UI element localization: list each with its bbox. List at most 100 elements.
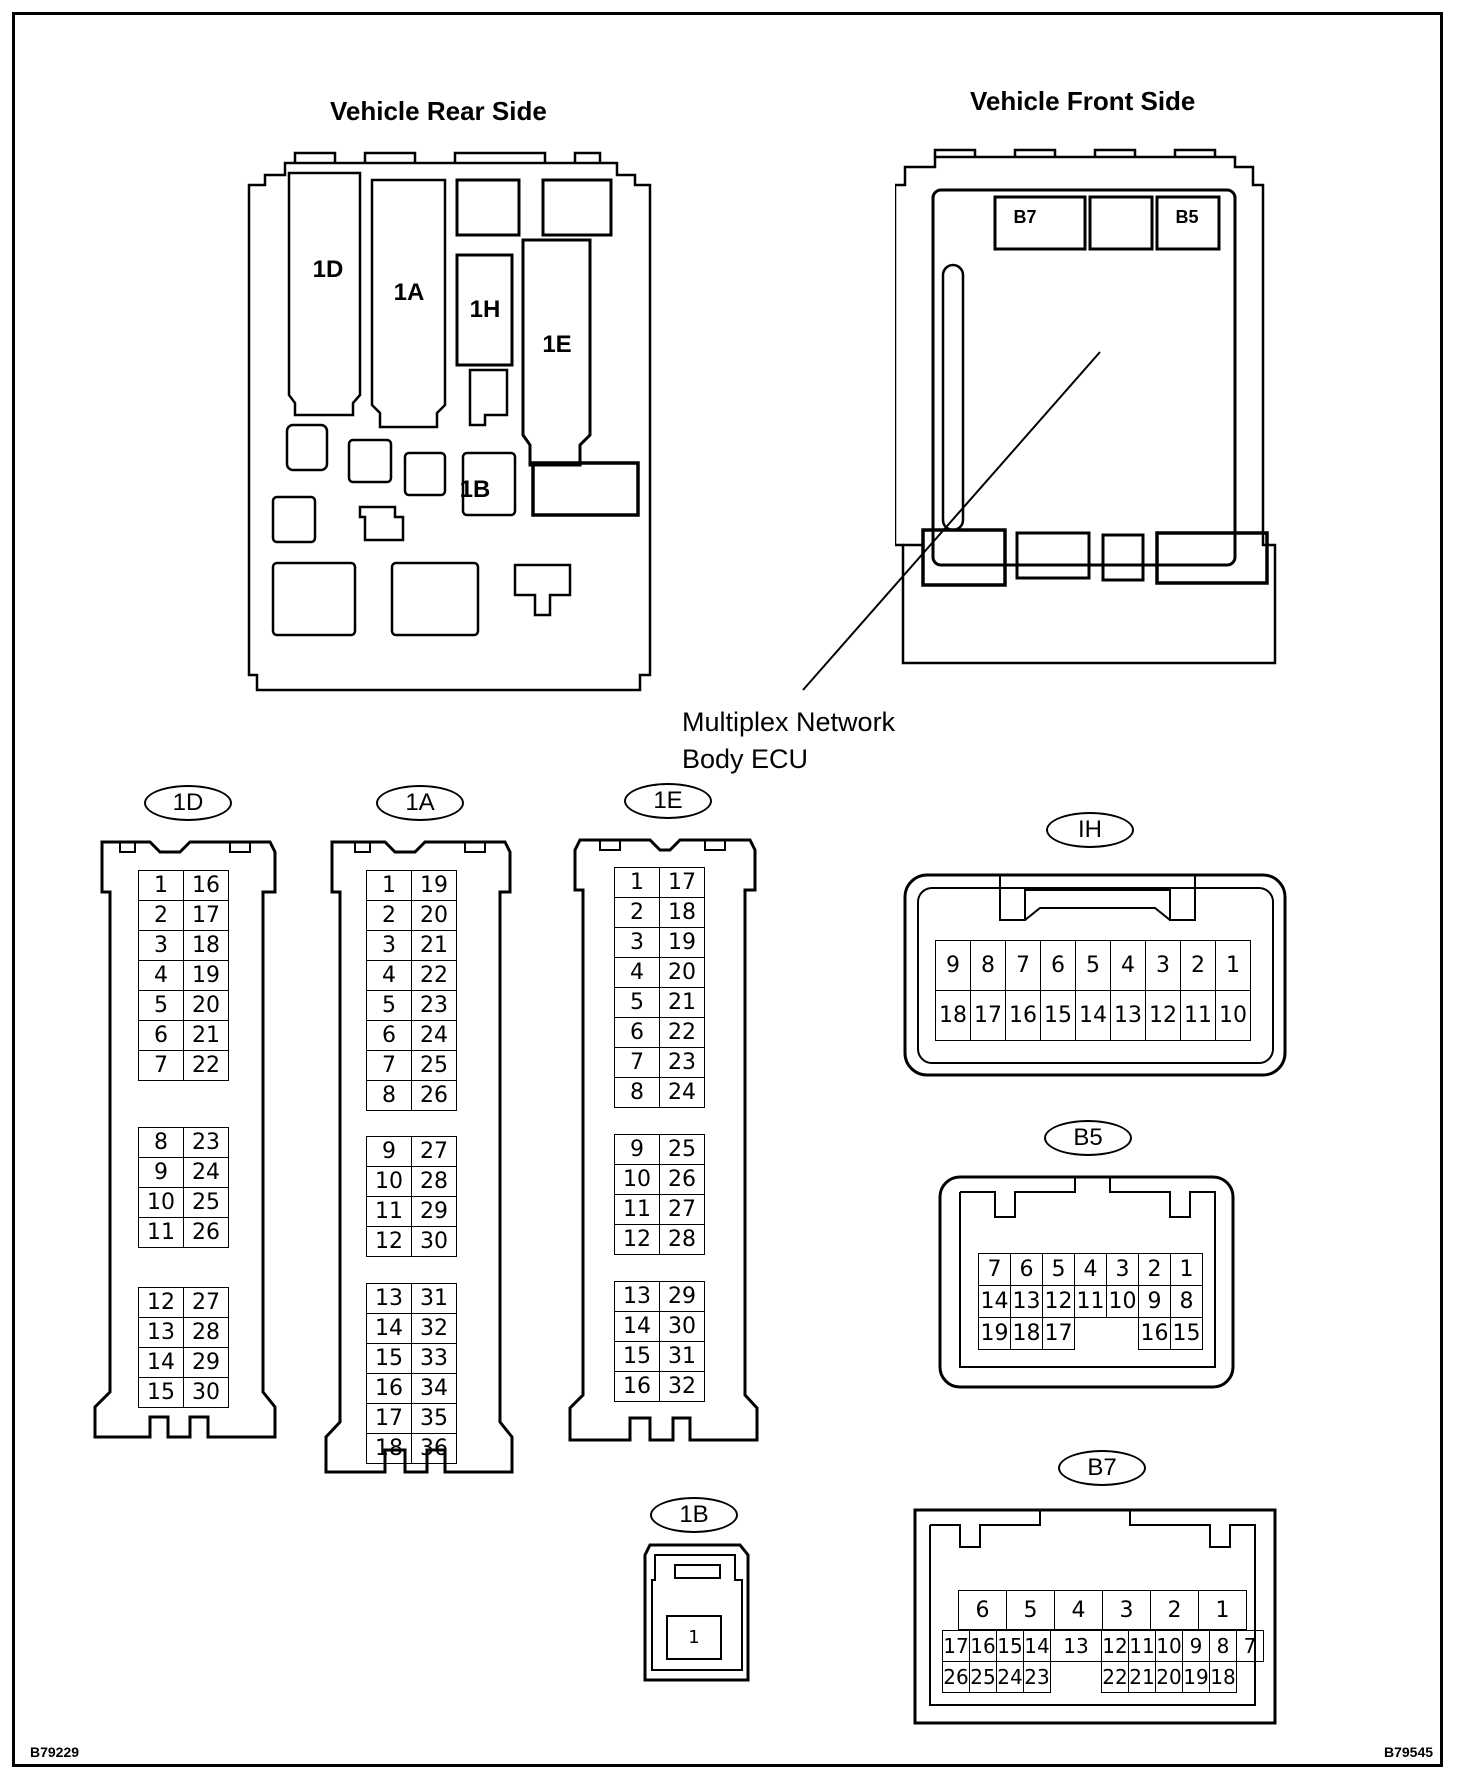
- pin: 14: [1075, 990, 1111, 1041]
- pin: 17: [970, 990, 1006, 1041]
- figure-code-left: B79229: [30, 1744, 80, 1760]
- pin: 30: [411, 1226, 457, 1257]
- connector-ih-shell: [903, 873, 1287, 1077]
- pin: 15: [614, 1341, 660, 1372]
- pin: 9: [1138, 1285, 1171, 1318]
- pin: 28: [411, 1166, 457, 1197]
- pin: 12: [614, 1224, 660, 1255]
- connector-1b-pin-label: 1: [688, 1627, 700, 1648]
- pin: 14: [614, 1311, 660, 1342]
- ecu-label-line2: Body ECU: [682, 744, 809, 774]
- rear-label-1d: 1D: [313, 256, 344, 283]
- connector-tag-b7: B7: [1058, 1450, 1146, 1486]
- pin: 13: [1050, 1630, 1102, 1662]
- pin: 21: [659, 987, 705, 1018]
- pin: 36: [411, 1433, 457, 1464]
- pin: 2: [366, 900, 412, 931]
- pin: 16: [614, 1371, 660, 1402]
- pin: 25: [411, 1050, 457, 1081]
- front-label-b7: B7: [1013, 207, 1036, 227]
- pin: 5: [1075, 940, 1111, 991]
- pin: 3: [366, 930, 412, 961]
- pin: 29: [183, 1347, 229, 1378]
- pin: 18: [366, 1433, 412, 1464]
- pin: 3: [138, 930, 184, 961]
- pin: 9: [614, 1134, 660, 1165]
- pin: 3: [614, 927, 660, 958]
- pin: 35: [411, 1403, 457, 1434]
- pin: 16: [1138, 1317, 1171, 1350]
- pin: 7: [366, 1050, 412, 1081]
- pin: 4: [138, 960, 184, 991]
- pin: 18: [183, 930, 229, 961]
- pin: 18: [1010, 1317, 1043, 1350]
- pin: 11: [366, 1196, 412, 1227]
- pin: 7: [978, 1253, 1011, 1286]
- pin: 16: [969, 1630, 997, 1662]
- pin: 29: [411, 1196, 457, 1227]
- connector-1b-slot: [531, 461, 640, 517]
- pin: 21: [1128, 1661, 1156, 1693]
- pin: 23: [659, 1047, 705, 1078]
- pin: 20: [1155, 1661, 1183, 1693]
- pin: 5: [1042, 1253, 1075, 1286]
- pin: 6: [1010, 1253, 1043, 1286]
- pin: 17: [183, 900, 229, 931]
- pin: 2: [1150, 1590, 1199, 1630]
- pin: 13: [614, 1281, 660, 1312]
- connector-tag-1b: 1B: [650, 1497, 738, 1533]
- pin: 25: [659, 1134, 705, 1165]
- pin: 1: [1170, 1253, 1203, 1286]
- pin: 19: [183, 960, 229, 991]
- connector-b7-shell: [913, 1508, 1277, 1725]
- pin: 2: [138, 900, 184, 931]
- b5-slot: [1155, 195, 1221, 251]
- rear-label-1e: 1E: [542, 331, 571, 358]
- pin: 9: [366, 1136, 412, 1167]
- pin: 15: [366, 1343, 412, 1374]
- pin: [1075, 1318, 1107, 1350]
- pin: 7: [614, 1047, 660, 1078]
- pin: 1: [138, 870, 184, 901]
- pin: 26: [942, 1661, 970, 1693]
- pin: 11: [1074, 1285, 1107, 1318]
- connector-1b-shell: [643, 1543, 750, 1682]
- pin: 19: [411, 870, 457, 901]
- pin: 29: [659, 1281, 705, 1312]
- pin: 14: [978, 1285, 1011, 1318]
- pin: 34: [411, 1373, 457, 1404]
- pin: 25: [183, 1187, 229, 1218]
- pin: 18: [935, 990, 971, 1041]
- pin: 6: [138, 1020, 184, 1051]
- pin: 9: [935, 940, 971, 991]
- pin: 6: [366, 1020, 412, 1051]
- pin: 16: [183, 870, 229, 901]
